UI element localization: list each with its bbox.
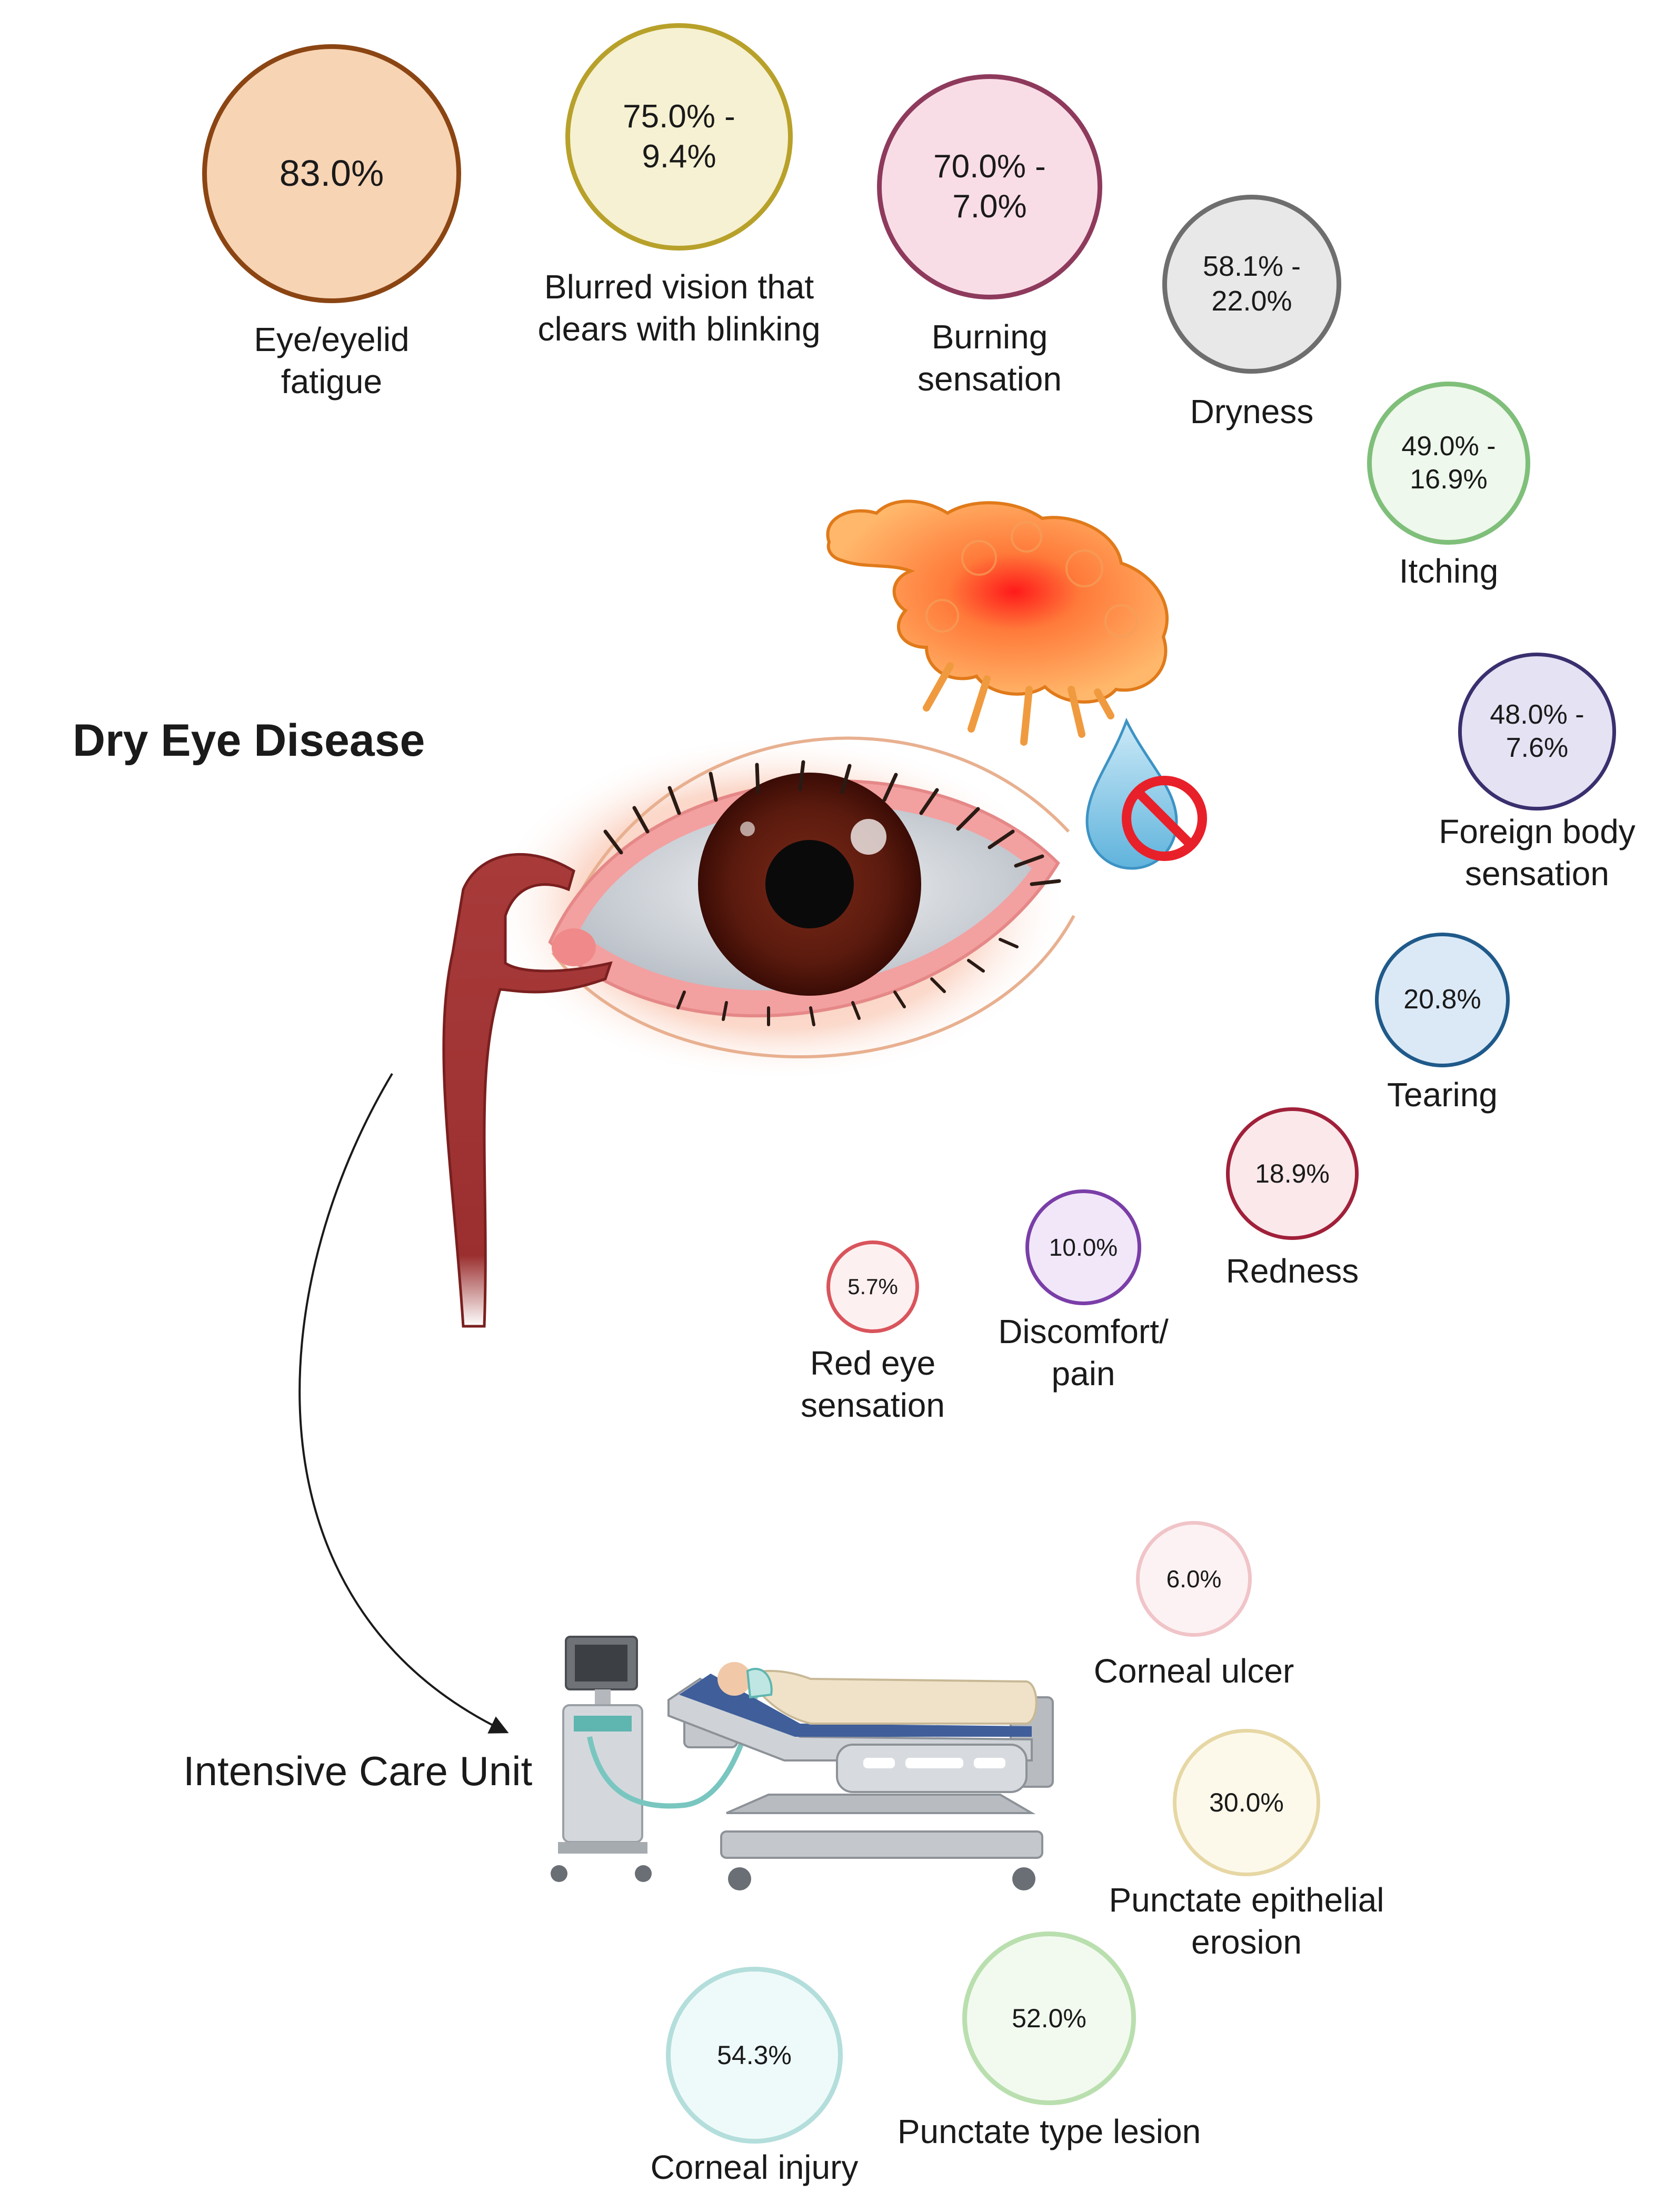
blurred-bubble: 75.0% - 9.4% [565, 23, 793, 251]
no-tears-icon [1085, 717, 1207, 870]
lacrimal-gland-icon [826, 499, 1169, 746]
redeye-bubble: 5.7% [826, 1240, 919, 1333]
foreign-value: 48.0% - 7.6% [1490, 699, 1584, 763]
icu-bed-icon [667, 1662, 1054, 1890]
itching-value: 49.0% - 16.9% [1401, 431, 1496, 495]
ulcer-value: 6.0% [1166, 1565, 1222, 1593]
page-title: Dry Eye Disease [73, 715, 425, 766]
tearing-bubble: 20.8% [1375, 933, 1510, 1067]
dryness-value: 58.1% - 22.0% [1202, 251, 1301, 317]
tearing-label: Tearing [1387, 1076, 1498, 1114]
redeye-value: 5.7% [848, 1274, 898, 1299]
tearing-value: 20.8% [1403, 984, 1481, 1015]
redness-bubble: 18.9% [1226, 1107, 1359, 1240]
lesion-value: 52.0% [1012, 2003, 1086, 2033]
eye-icon [548, 760, 1061, 1026]
itching-label: Itching [1399, 552, 1499, 590]
blurred-label: Blurred vision that clears with blinking [537, 268, 821, 348]
injury-bubble: 54.3% [666, 1967, 843, 2144]
ulcer-bubble: 6.0% [1136, 1521, 1252, 1637]
injury-label: Corneal injury [650, 2148, 859, 2186]
foreign-label: Foreign body sensation [1439, 813, 1636, 893]
fatigue-value: 83.0% [279, 153, 384, 194]
erosion-label: Punctate epithelial erosion [1109, 1881, 1384, 1961]
burning-value: 70.0% - 7.0% [933, 148, 1046, 225]
eyelid-crease [567, 736, 1070, 917]
foreign-bubble: 48.0% - 7.6% [1458, 653, 1616, 810]
redeye-label: Red eye sensation [801, 1344, 945, 1424]
icu-label: Intensive Care Unit [183, 1748, 533, 1794]
ulcer-label: Corneal ulcer [1093, 1652, 1294, 1690]
erosion-bubble: 30.0% [1173, 1729, 1320, 1876]
blurred-value: 75.0% - 9.4% [623, 98, 735, 175]
discomfort-bubble: 10.0% [1025, 1189, 1141, 1305]
injury-value: 54.3% [717, 2040, 792, 2070]
burning-bubble: 70.0% - 7.0% [877, 74, 1102, 299]
dryness-bubble: 58.1% - 22.0% [1162, 195, 1341, 374]
itching-bubble: 49.0% - 16.9% [1367, 382, 1530, 545]
redness-value: 18.9% [1255, 1158, 1330, 1188]
burning-label: Burning sensation [918, 318, 1062, 398]
discomfort-value: 10.0% [1049, 1233, 1118, 1261]
arrow-to-icu [298, 1073, 509, 1734]
erosion-value: 30.0% [1209, 1787, 1284, 1817]
lesion-bubble: 52.0% [962, 1931, 1136, 2105]
fatigue-label: Eye/eyelid fatigue [254, 321, 410, 401]
lower-lid-line [551, 915, 1075, 1058]
dryness-label: Dryness [1190, 393, 1314, 431]
lesion-label: Punctate type lesion [897, 2113, 1201, 2150]
nasolacrimal-duct-icon [442, 853, 613, 1328]
ventilator-icon [551, 1636, 761, 1882]
discomfort-label: Discomfort/ pain [998, 1313, 1169, 1393]
redness-label: Redness [1225, 1252, 1359, 1290]
fatigue-bubble: 83.0% [202, 44, 461, 303]
